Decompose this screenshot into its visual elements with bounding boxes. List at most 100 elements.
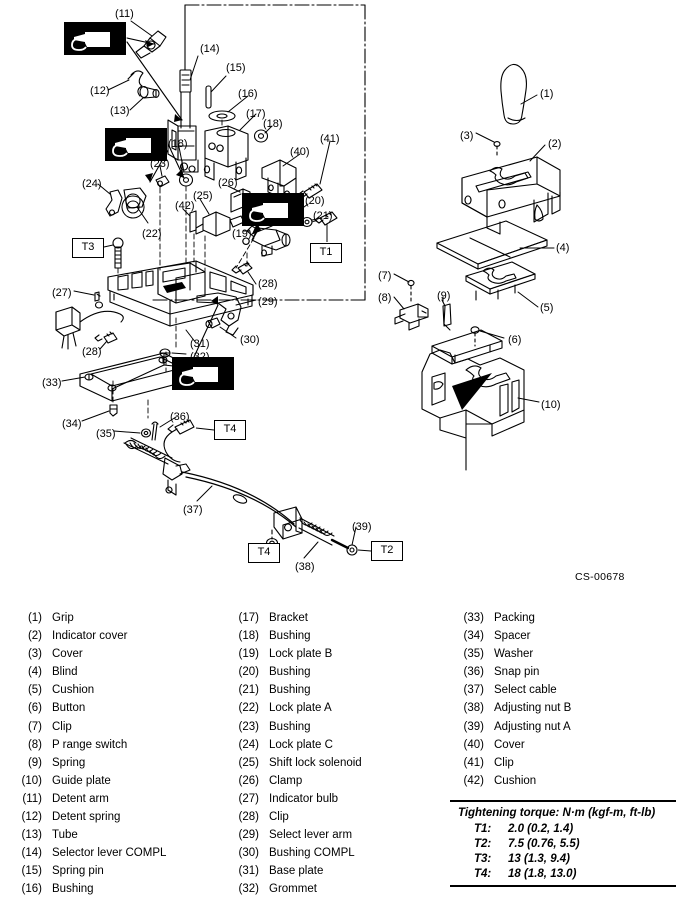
callout-38: (38)	[295, 561, 315, 573]
grease-icon	[106, 129, 166, 160]
part-8-p-range-switch	[394, 303, 429, 331]
part-15-spring-pin	[205, 85, 212, 109]
legend-number: (38)	[463, 702, 484, 715]
legend-item: (8)P range switch	[8, 739, 223, 757]
part-27-indicator-bulb	[94, 291, 101, 302]
torque-key: T1:	[474, 822, 492, 835]
torque-row: T1: 2.0 (0.2, 1.4)	[450, 821, 676, 836]
legend-label: Indicator cover	[52, 630, 128, 643]
legend-label: Base plate	[269, 865, 324, 878]
callout-27: (27)	[52, 287, 72, 299]
legend-label: Bushing	[52, 883, 94, 896]
apply-grease-symbol	[105, 128, 167, 161]
legend-number: (15)	[21, 865, 42, 878]
callout-28-lower: (28)	[82, 346, 102, 358]
legend-item: (4)Blind	[8, 666, 223, 684]
callout-37: (37)	[183, 504, 203, 516]
legend-number: (40)	[463, 738, 484, 751]
legend-number: (17)	[238, 612, 259, 624]
legend-number: (28)	[238, 811, 259, 824]
callout-11: (11)	[115, 8, 134, 20]
legend-item: (29)Select lever arm	[225, 829, 440, 847]
legend-number: (29)	[238, 829, 259, 842]
legend-number: (13)	[21, 829, 42, 842]
part-28-clip-lower	[94, 331, 118, 344]
legend-label: Button	[52, 702, 86, 715]
legend-number: (24)	[238, 738, 259, 751]
legend-number: (21)	[238, 684, 259, 697]
callout-30: (30)	[240, 334, 260, 346]
diagram-linework	[55, 4, 561, 559]
legend-label: Grip	[52, 612, 74, 624]
legend-column-3: (33)Packing (34)Spacer (35)Washer (36)Sn…	[450, 612, 665, 793]
t1-bolt	[314, 211, 338, 226]
legend-label: Clip	[494, 756, 514, 769]
legend-number: (35)	[463, 648, 484, 661]
legend-number: (26)	[238, 774, 259, 787]
legend-item: (25)Shift lock solenoid	[225, 757, 440, 775]
callout-36: (36)	[170, 411, 190, 423]
legend-label: Cover	[494, 738, 525, 751]
legend-item: (41)Clip	[450, 757, 665, 775]
part-35-washer	[140, 428, 152, 438]
grease-icon	[65, 23, 125, 54]
legend-item: (12)Detent spring	[8, 811, 223, 829]
torque-tag-t4-lower: T4	[248, 543, 280, 563]
part-2-indicator-cover	[461, 156, 561, 235]
torque-tag-t1: T1	[310, 243, 342, 263]
legend-label: Cover	[52, 648, 83, 661]
drawing-code: CS-00678	[575, 571, 625, 583]
legend-label: Lock plate C	[269, 738, 333, 751]
legend-label: Blind	[52, 666, 78, 679]
legend-number: (32)	[238, 883, 259, 896]
legend-item: (15) Spring pin	[8, 865, 223, 883]
legend-label: Spring	[52, 756, 86, 769]
legend-number: (33)	[463, 612, 484, 624]
part-9-spring	[441, 299, 452, 331]
apply-grease-symbol	[242, 193, 304, 226]
legend-item: (42)Cushion	[450, 775, 665, 793]
legend-label: Bracket	[269, 612, 308, 624]
legend-label: Shift lock solenoid	[269, 756, 362, 769]
legend-item: (24) Lock plate C	[225, 739, 440, 757]
callout-1: (1)	[540, 88, 554, 100]
callout-5: (5)	[540, 302, 554, 314]
callout-19: (19)	[232, 228, 252, 240]
legend-number: (37)	[463, 684, 484, 697]
callout-28-upper: (28)	[258, 278, 278, 290]
legend-item: (27)Indicator bulb	[225, 793, 440, 811]
legend-item: (10)Guide plate	[8, 775, 223, 793]
grease-icon	[243, 194, 303, 225]
torque-row: T2: 7.5 (0.76, 5.5)	[450, 836, 676, 851]
callout-4: (4)	[556, 242, 570, 254]
legend-item: (6)Button	[8, 702, 223, 720]
callout-35: (35)	[96, 428, 116, 440]
torque-key: T4:	[474, 867, 492, 880]
legend-number: (22)	[238, 702, 259, 715]
legend-item: (26)Clamp	[225, 775, 440, 793]
legend-item: (38)Adjusting nut B	[450, 702, 665, 720]
part-23-bushing	[155, 175, 170, 188]
callout-40: (40)	[290, 146, 310, 158]
torque-value: 13 (1.3, 9.4)	[508, 852, 571, 865]
part-3-cover-screw	[493, 141, 501, 159]
part-36-snap-pin	[151, 421, 159, 441]
legend-item: (28)Clip	[225, 811, 440, 829]
callout-14: (14)	[200, 43, 220, 55]
torque-key: T3:	[474, 852, 492, 865]
legend-number: (1)	[27, 612, 42, 624]
legend-item: (30)Bushing COMPL	[225, 847, 440, 865]
legend-item: (9)Spring	[8, 757, 223, 775]
torque-tag-t2: T2	[371, 541, 403, 561]
grease-icon	[173, 358, 233, 389]
indicator-harness	[55, 301, 124, 350]
part-28-clip-upper	[231, 261, 253, 275]
part-1-grip	[500, 63, 527, 125]
legend-label: Cushion	[52, 684, 95, 697]
callout-34: (34)	[62, 418, 82, 430]
legend-number: (34)	[463, 630, 484, 643]
exploded-diagram: (11) (14) (15) (12) (16) (13) (17) (18) …	[42, 4, 625, 583]
legend-label: Spring pin	[52, 865, 104, 878]
legend-number: (14)	[21, 847, 42, 860]
legend-label: Spacer	[494, 630, 531, 643]
